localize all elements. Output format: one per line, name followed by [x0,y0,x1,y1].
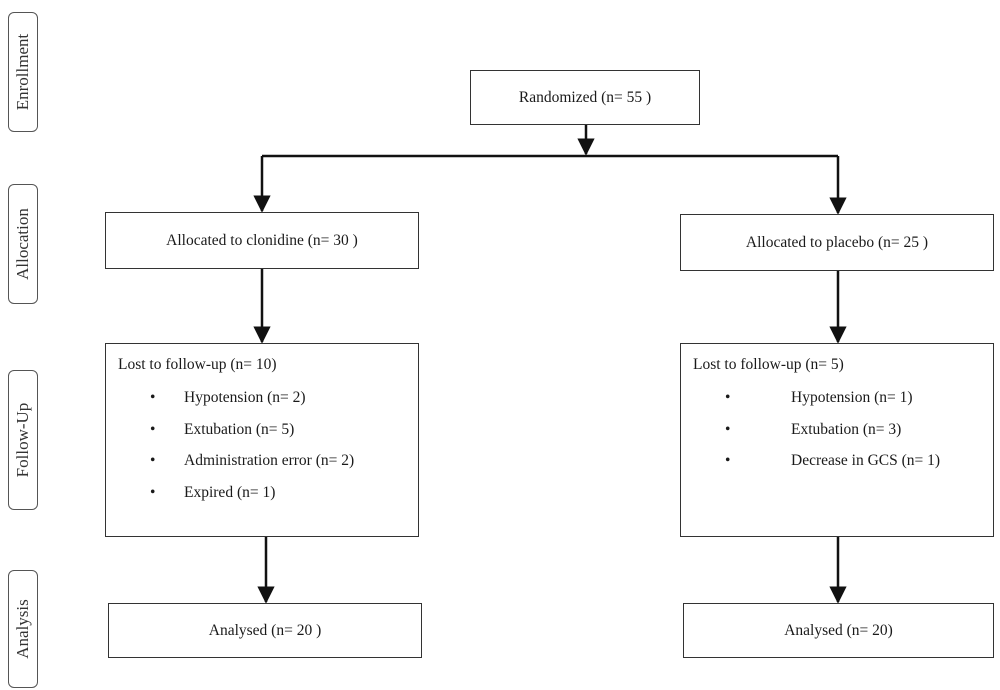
lost-followup-placebo-box: Lost to follow-up (n= 5) • Hypotension (… [680,343,994,537]
stage-tab-allocation: Allocation [8,184,38,304]
list-item-text: Extubation (n= 5) [184,420,295,438]
analysed-placebo-box: Analysed (n= 20) [683,603,994,658]
lost-followup-clonidine-box: Lost to follow-up (n= 10) • Hypotension … [105,343,419,537]
randomized-label: Randomized (n= 55 ) [518,88,652,106]
bullet-icon: • [725,452,731,469]
allocated-placebo-box: Allocated to placebo (n= 25 ) [680,214,994,271]
stage-tab-enrollment: Enrollment [8,12,38,132]
lost-followup-clonidine-title: Lost to follow-up (n= 10) [118,356,277,373]
bullet-icon: • [150,483,156,501]
list-item-text: Expired (n= 1) [184,483,276,501]
stage-tab-followup: Follow-Up [8,370,38,510]
bullet-icon: • [150,452,156,469]
stage-tab-analysis: Analysis [8,570,38,688]
lost-followup-placebo-title: Lost to follow-up (n= 5) [693,356,844,373]
bullet-icon: • [725,389,731,406]
list-item-text: Decrease in GCS (n= 1) [791,452,941,469]
allocated-clonidine-box: Allocated to clonidine (n= 30 ) [105,212,419,269]
analysed-placebo-label: Analysed (n= 20) [784,621,893,639]
list-item-text: Administration error (n= 2) [184,452,355,469]
bullet-icon: • [725,420,731,438]
randomized-box: Randomized (n= 55 ) [470,70,700,125]
allocated-clonidine-label: Allocated to clonidine (n= 30 ) [166,231,358,249]
list-item-text: Hypotension (n= 2) [184,389,306,406]
allocated-placebo-label: Allocated to placebo (n= 25 ) [745,233,929,251]
bullet-icon: • [150,389,156,406]
analysed-clonidine-box: Analysed (n= 20 ) [108,603,422,658]
list-item-text: Extubation (n= 3) [791,420,902,438]
list-item-text: Hypotension (n= 1) [791,389,913,406]
analysed-clonidine-label: Analysed (n= 20 ) [208,621,322,639]
bullet-icon: • [150,420,156,438]
